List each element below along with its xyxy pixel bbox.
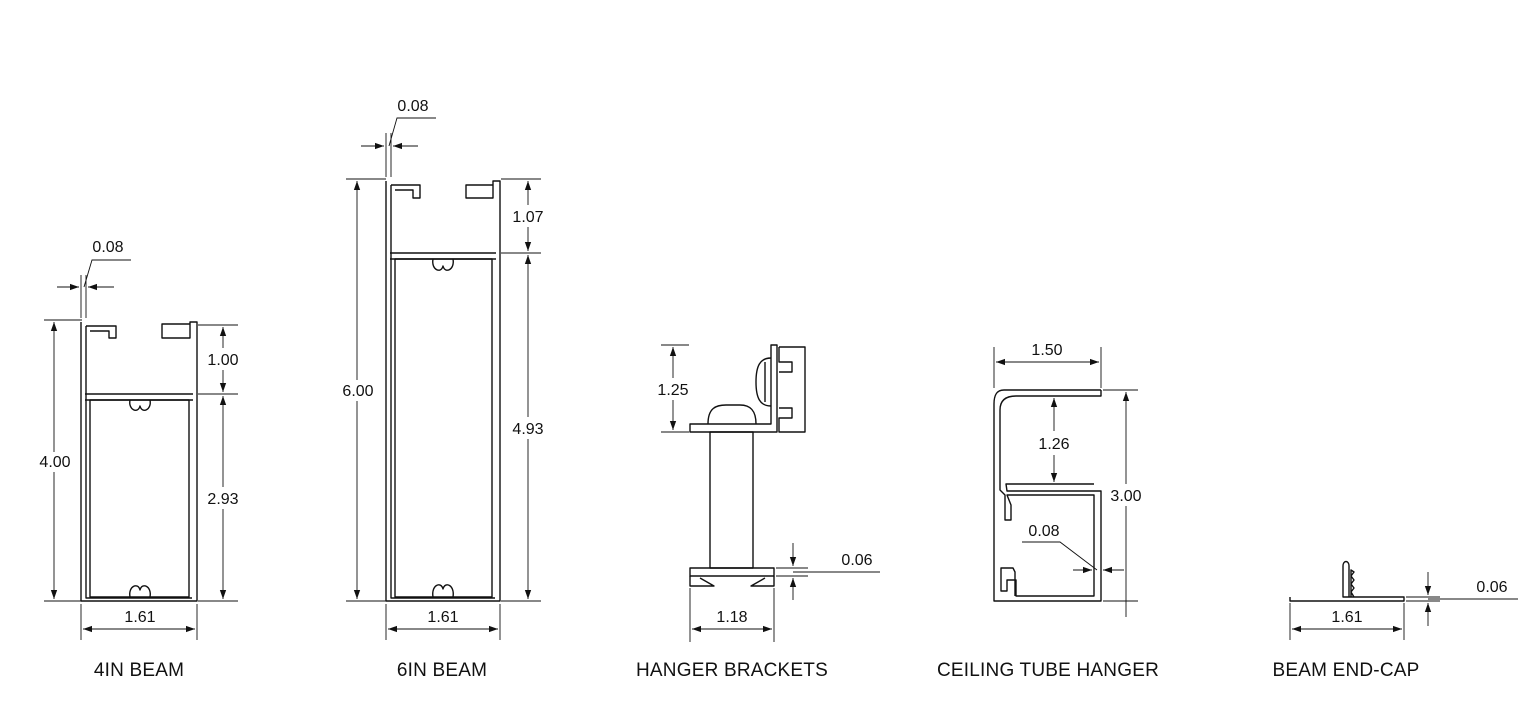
beam-4in-top-label: 1.00 [207, 352, 238, 369]
ceiling-tube-hanger-caption: CEILING TUBE HANGER [937, 660, 1159, 681]
beam-6in-caption: 6IN BEAM [397, 660, 487, 681]
beam-end-cap-dimensions [1289, 572, 1518, 640]
beam-end-cap-labels: 0.06 1.61 BEAM END-CAP [1272, 579, 1507, 681]
ceiling-tube-hanger-labels: 1.50 1.26 3.00 0.08 CEILING TUBE HANGER [937, 342, 1159, 681]
beam-6in-bottom-label: 4.93 [512, 421, 543, 438]
beam-6in-labels: 0.08 1.07 4.93 6.00 1.61 6IN BEAM [342, 98, 543, 681]
ceiling-tube-hanger-wall-label: 0.08 [1028, 523, 1059, 540]
hanger-brackets-drawing: 1.25 0.06 1.18 HANGER BRACKETS [636, 344, 880, 681]
ceiling-tube-hanger-opening-label: 1.26 [1038, 436, 1069, 453]
hanger-brackets-plate-label: 0.06 [841, 552, 872, 569]
beam-end-cap-caption: BEAM END-CAP [1272, 660, 1419, 681]
beam-4in-bottom-label: 2.93 [207, 491, 238, 508]
beam-6in-width-label: 1.61 [427, 609, 458, 626]
beam-4in-dimensions [44, 259, 238, 640]
ceiling-tube-hanger-width-label: 1.50 [1031, 342, 1062, 359]
hanger-brackets-dimensions [661, 344, 880, 642]
beam-end-cap-thickness-label: 0.06 [1476, 579, 1507, 596]
beam-end-cap-drawing: 0.06 1.61 BEAM END-CAP [1272, 560, 1518, 681]
beam-4in-width-label: 1.61 [124, 609, 155, 626]
beam-4in-caption: 4IN BEAM [94, 660, 184, 681]
ceiling-tube-hanger-drawing: 1.50 1.26 3.00 0.08 CEILING TUBE HANGER [937, 342, 1159, 681]
beam-6in-wall-label: 0.08 [397, 98, 428, 115]
beam-6in-top-label: 1.07 [512, 209, 543, 226]
beam-end-cap-profile [1289, 560, 1405, 602]
beam-4in-labels: 0.08 1.00 2.93 4.00 1.61 4IN BEAM [39, 239, 238, 681]
ceiling-tube-hanger-profile [993, 389, 1102, 602]
beam-end-cap-width-label: 1.61 [1331, 609, 1362, 626]
beam-4in-height-label: 4.00 [39, 454, 70, 471]
beam-4in-profile [80, 321, 198, 602]
hanger-brackets-width-label: 1.18 [716, 609, 747, 626]
hanger-brackets-height-label: 1.25 [657, 382, 688, 399]
beam-6in-drawing: 0.08 1.07 4.93 6.00 1.61 6IN BEAM [342, 98, 543, 681]
ceiling-tube-hanger-height-label: 3.00 [1110, 488, 1141, 505]
beam-6in-dimensions [346, 117, 541, 640]
beam-6in-profile [385, 180, 501, 602]
beam-6in-height-label: 6.00 [342, 383, 373, 400]
hanger-brackets-labels: 1.25 0.06 1.18 HANGER BRACKETS [636, 382, 873, 681]
beam-4in-wall-label: 0.08 [92, 239, 123, 256]
ceiling-tube-hanger-dimensions [993, 347, 1138, 617]
hanger-brackets-profile [689, 344, 806, 587]
beam-4in-drawing: 0.08 1.00 2.93 4.00 1.61 4IN BEAM [39, 239, 238, 681]
hanger-brackets-caption: HANGER BRACKETS [636, 660, 828, 681]
